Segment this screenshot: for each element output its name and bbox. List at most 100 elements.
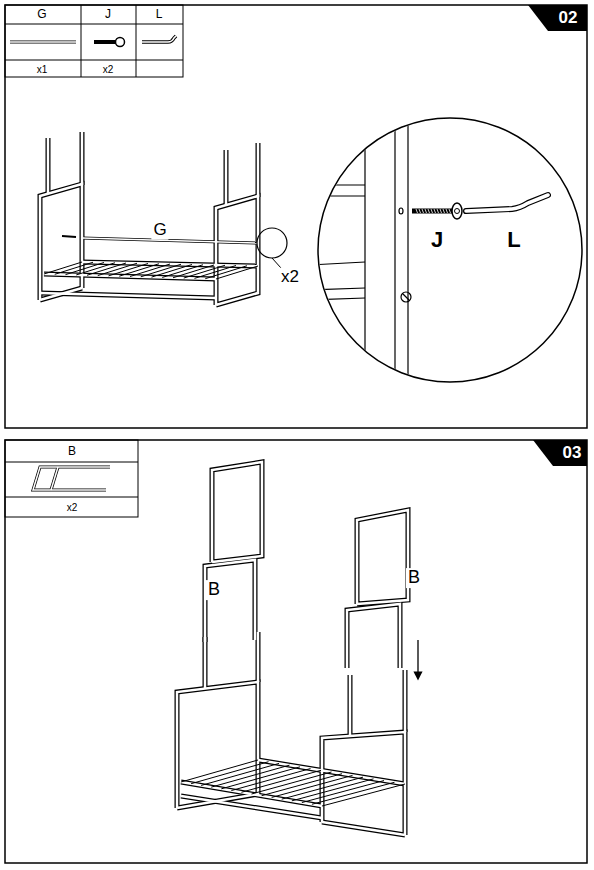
washer: [452, 203, 462, 219]
thread: [446, 209, 448, 213]
slat: [191, 762, 268, 784]
part-letter: J: [103, 8, 113, 21]
slat: [302, 781, 384, 803]
hex-key: [466, 195, 548, 211]
part-letter: L: [154, 8, 165, 21]
bolt-thread: [416, 209, 451, 213]
step-panel: [5, 440, 587, 863]
frame-tube: [40, 293, 216, 298]
thread: [431, 209, 433, 213]
frame-tube: [212, 462, 262, 562]
hex-key-icon: [142, 36, 176, 42]
frame-tube: [10, 41, 76, 44]
frame-tube: [33, 467, 110, 490]
part-letter: G: [151, 221, 168, 240]
slat: [184, 265, 225, 278]
thread: [422, 209, 424, 213]
frame-tube: [82, 238, 258, 243]
frame-tube: [51, 467, 58, 490]
detail-circle: [318, 118, 582, 382]
quantity: x2: [279, 268, 301, 287]
frame-tube: [80, 132, 85, 185]
quantity: x1: [35, 64, 50, 75]
thread: [416, 209, 418, 213]
frame-tube: [181, 796, 322, 818]
leader-line: [272, 258, 281, 268]
thread: [449, 209, 451, 213]
slat: [87, 263, 126, 275]
step-number: 02: [557, 9, 580, 28]
hex-key: [466, 195, 548, 211]
part-letter: G: [35, 8, 48, 21]
slat: [130, 264, 170, 277]
thread: [419, 209, 421, 213]
thread: [443, 209, 445, 213]
part-letter: L: [505, 228, 522, 252]
frame-tube: [322, 822, 405, 835]
frame-tube: [225, 150, 228, 205]
step-badge: [528, 5, 587, 31]
slat: [205, 266, 247, 279]
part-letter: J: [429, 228, 445, 252]
direction-arrow: [417, 640, 418, 676]
screw-icon: [116, 38, 125, 47]
slat: [201, 763, 279, 785]
frame-tube: [51, 467, 58, 490]
frame-tube: [82, 238, 258, 243]
slat: [312, 782, 395, 804]
part-letter: B: [406, 568, 422, 588]
slat: [282, 777, 363, 799]
frame-tube: [347, 604, 400, 668]
frame-tube: [40, 184, 82, 300]
slat: [181, 760, 258, 782]
detail-callout: [257, 228, 287, 258]
slat: [98, 263, 137, 275]
frame-tube: [47, 138, 50, 194]
hex-key-icon: [142, 36, 176, 42]
screw-icon: [94, 40, 117, 44]
slat: [272, 775, 353, 797]
frame-tube: [256, 143, 261, 197]
frame-tube: [322, 732, 405, 835]
frame-tube: [257, 143, 260, 197]
slat: [231, 769, 310, 791]
step-panel: [5, 5, 587, 428]
frame-tube: [81, 132, 84, 185]
part-letter: B: [206, 580, 222, 600]
slat: [119, 264, 159, 276]
part-letter: B: [66, 445, 78, 458]
frame-tube: [347, 604, 400, 668]
slat: [322, 784, 405, 806]
frame-tube: [224, 150, 229, 205]
frame-tube: [205, 560, 255, 642]
thread: [437, 209, 439, 213]
slat: [292, 779, 374, 801]
frame-tube: [322, 822, 405, 835]
frame-tube: [404, 670, 407, 732]
slat: [152, 265, 193, 278]
thread: [440, 209, 442, 213]
slat: [76, 263, 115, 275]
slat: [241, 770, 321, 792]
frame-tube: [205, 560, 255, 642]
washer: [455, 209, 460, 214]
frame-tube: [204, 637, 207, 688]
step-number: 03: [561, 444, 584, 463]
slat: [141, 264, 181, 277]
frame-tube: [348, 675, 353, 736]
slat: [262, 774, 342, 796]
frame-tube: [212, 462, 262, 562]
frame-tube: [181, 796, 322, 818]
frame-tube: [10, 41, 76, 43]
thread: [425, 209, 427, 213]
frame-tube: [46, 138, 51, 194]
frame-tube: [257, 632, 260, 682]
frame-tube: [357, 510, 408, 604]
frame-tube: [216, 196, 258, 305]
slat: [211, 765, 289, 787]
frame-tube: [33, 467, 110, 490]
slat: [221, 767, 300, 789]
thread: [434, 209, 436, 213]
slat: [216, 266, 258, 279]
